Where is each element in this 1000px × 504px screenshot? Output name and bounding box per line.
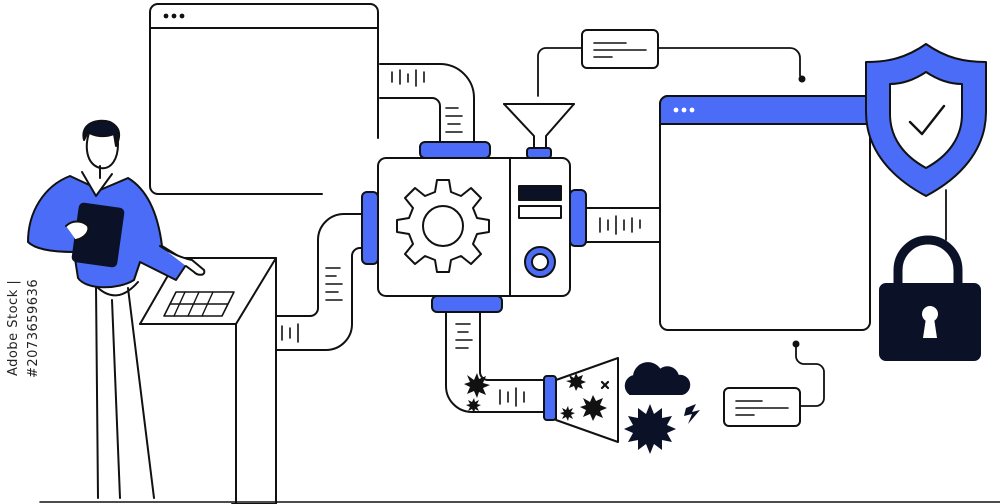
window-dots-icon	[673, 107, 695, 113]
funnel-icon	[503, 103, 575, 149]
spiky-blob-icon	[464, 373, 490, 413]
person-icon	[27, 119, 206, 499]
shield-check-icon	[865, 43, 987, 197]
gear-icon	[396, 179, 490, 273]
spiky-blob-icon	[560, 373, 607, 421]
terminal-kiosk	[139, 257, 277, 504]
browser-window-left	[149, 3, 379, 195]
keypad-icon	[163, 291, 235, 317]
spiky-blob-icon	[624, 404, 676, 454]
lightning-icon	[684, 404, 700, 424]
pipe-window-to-machine	[379, 63, 475, 143]
machine-slot	[518, 205, 562, 219]
chat-bubble-bottom	[723, 340, 825, 427]
chat-bubble-top	[537, 29, 806, 97]
filter-cone	[543, 357, 619, 443]
padlock-icon	[879, 235, 981, 361]
machine-display	[518, 185, 562, 201]
cloud-icon	[624, 362, 691, 395]
processing-machine	[361, 103, 587, 313]
browser-window-right	[659, 95, 871, 331]
pipe-machine-to-window	[585, 207, 661, 243]
stock-watermark: Adobe Stock | #2073659636	[6, 278, 41, 378]
pipe-machine-to-filter	[445, 311, 545, 413]
window-dots-icon	[163, 13, 185, 19]
